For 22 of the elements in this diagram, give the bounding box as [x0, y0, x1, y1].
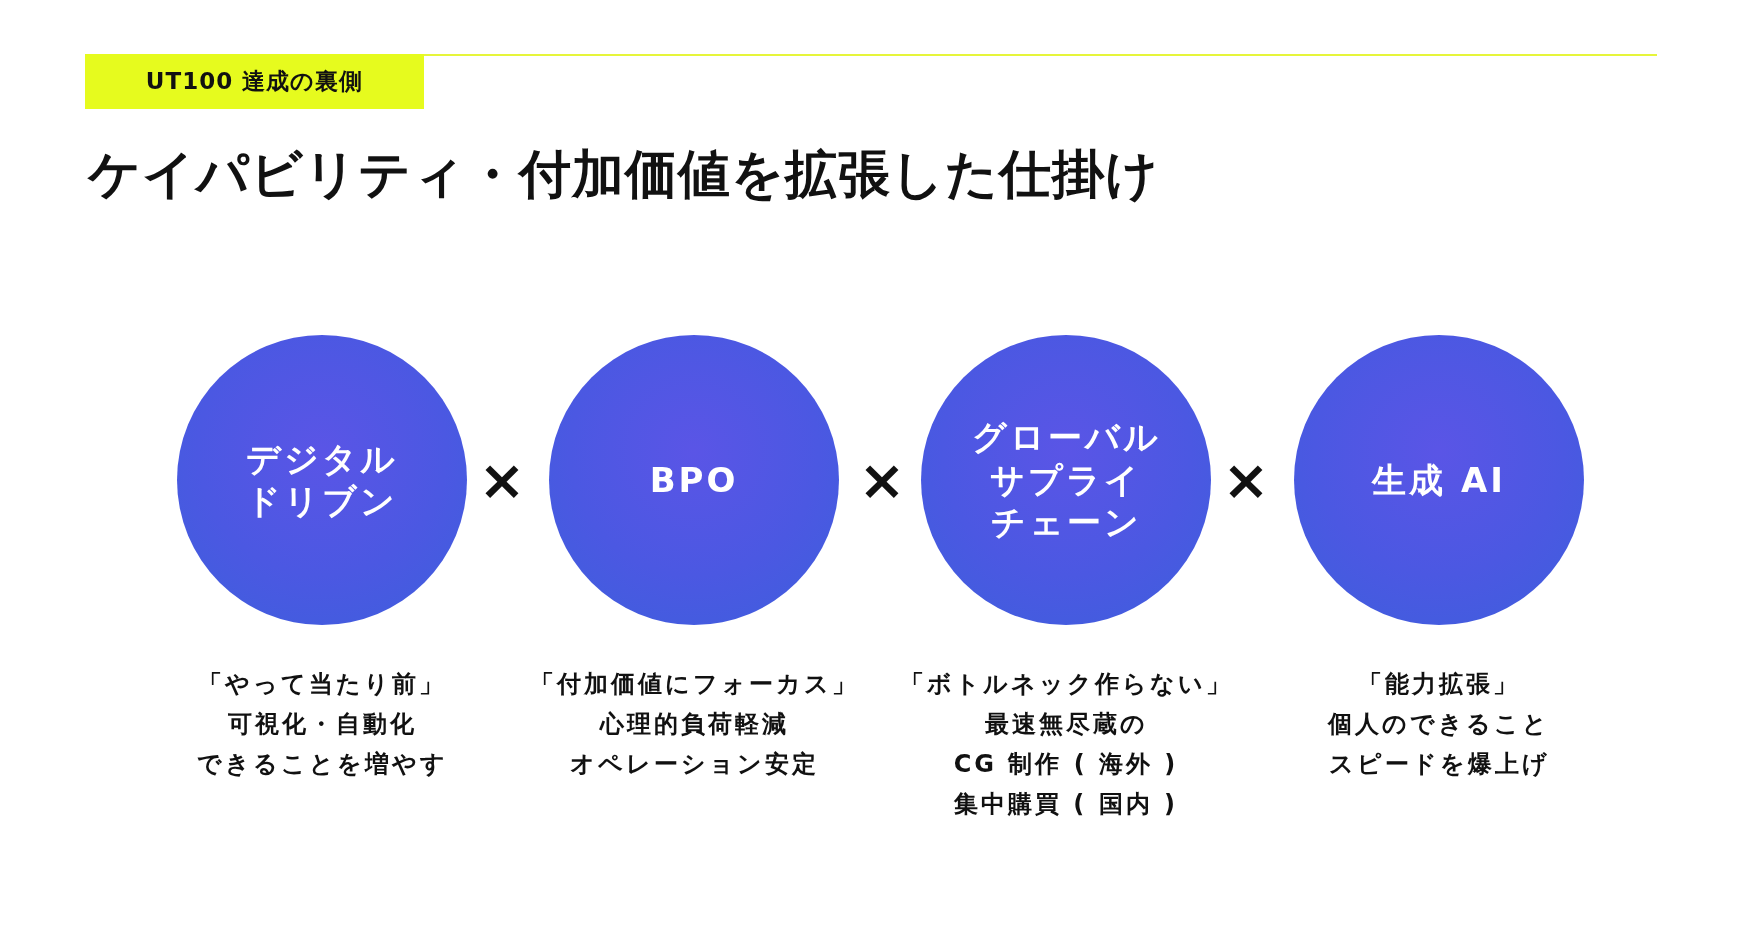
description-text: 個人のできること	[1328, 709, 1550, 740]
description-text: 最速無尽蔵の	[984, 709, 1148, 740]
description-text: 心理的負荷軽減	[599, 709, 789, 740]
circle-label: BPO	[649, 458, 739, 502]
description-text: 「ボトルネック作らない」	[899, 669, 1233, 700]
description-text: 「やって当たり前」	[198, 669, 446, 700]
multiply-sign: ×	[858, 452, 906, 508]
description-text: CG 制作 ( 海外 )	[953, 749, 1179, 780]
header-tag: UT100 達成の裏側	[85, 54, 424, 109]
circle-label: 生成 AI	[1372, 458, 1506, 502]
description-text: 「能力拡張」	[1358, 669, 1520, 700]
circle-label: デジタルドリブン	[246, 437, 398, 523]
description-text: 「付加価値にフォーカス」	[529, 669, 859, 700]
description-text: オペレーション安定	[569, 749, 819, 780]
circle-label: グローバルサプライチェーン	[971, 416, 1161, 544]
multiply-sign: ×	[1222, 452, 1270, 508]
description-text: 集中購買 ( 国内 )	[954, 789, 1178, 820]
description-text: 可視化・自動化	[227, 709, 417, 740]
multiply-sign: ×	[478, 452, 526, 508]
title-text: ケイパビリティ・付加価値を拡張した仕掛け	[88, 143, 1159, 206]
description-text: スピードを爆上げ	[1328, 749, 1550, 780]
description-text: できることを増やす	[196, 749, 448, 780]
